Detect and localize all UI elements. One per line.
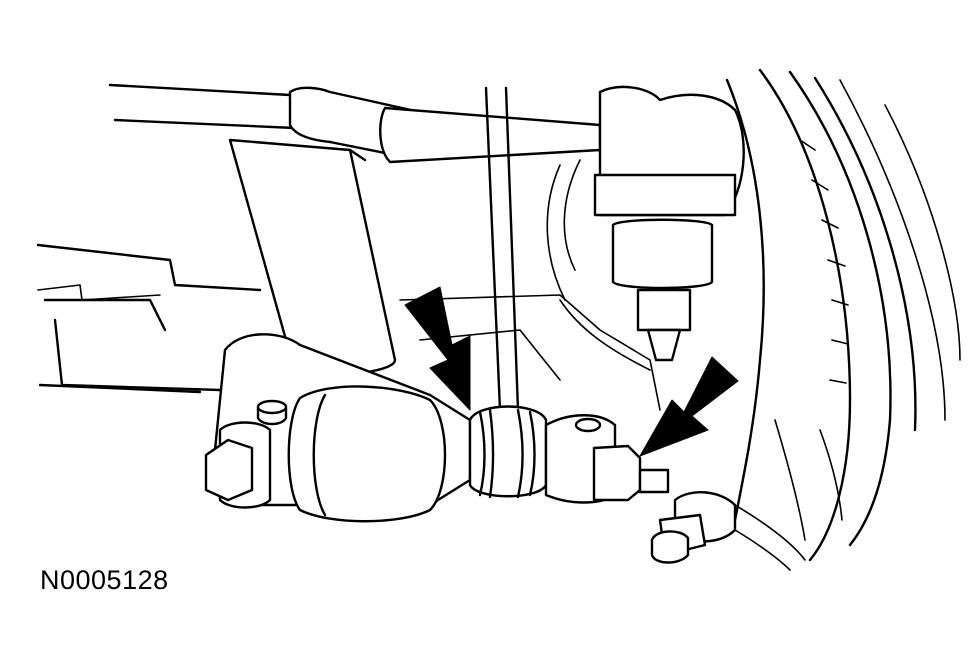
brake-disc [725,68,961,562]
figure-id-label: N0005128 [40,565,169,595]
stabilizer-bar-link [468,86,670,504]
steering-knuckle [546,85,745,362]
frame-outline [36,243,661,411]
arrow-icon [639,356,739,457]
lower-ball-joint [650,491,806,571]
arrow-icon [404,286,471,411]
lower-control-arm [204,333,472,523]
